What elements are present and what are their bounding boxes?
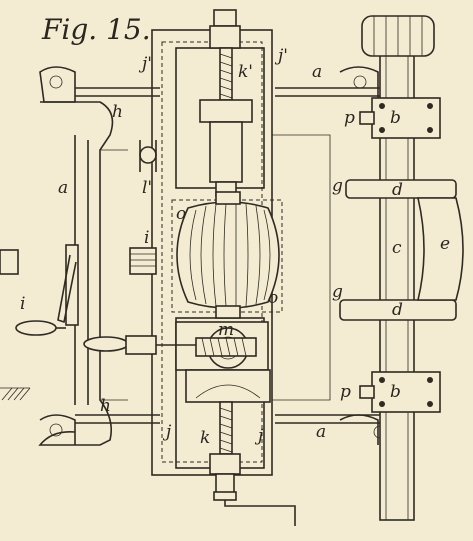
side-lever: [139, 140, 157, 172]
label-h-top: h: [112, 102, 123, 122]
label-g-bottom: g: [332, 282, 343, 302]
label-o-right: o: [268, 288, 279, 308]
label-p-bottom: p: [340, 382, 351, 402]
label-e: e: [440, 234, 451, 254]
label-p-top: p: [344, 108, 355, 128]
label-j-bottom-right: j: [258, 426, 264, 446]
figure-title: Fig. 15.: [42, 13, 151, 46]
label-i-left: i: [20, 294, 26, 314]
worm-gear: [175, 321, 271, 403]
central-barrel: [171, 191, 283, 319]
label-b-top: b: [390, 108, 401, 128]
left-crank-handle: [0, 244, 79, 336]
label-a-bottom: a: [316, 422, 327, 442]
label-g-top: g: [332, 176, 343, 196]
label-d-top: d: [392, 180, 403, 200]
small-gear: [129, 247, 157, 275]
right-shaft: [339, 15, 464, 521]
label-o-left: o: [176, 204, 187, 224]
ground-hatching: [0, 387, 31, 401]
bottom-crank-handle: [83, 335, 196, 355]
label-l: l': [142, 178, 153, 198]
label-j-top-right: j': [278, 46, 288, 66]
bottom-screw: [209, 401, 296, 526]
label-h-bottom: h: [100, 396, 111, 416]
label-i-middle: i: [144, 228, 150, 248]
label-c: c: [392, 238, 402, 258]
left-frame: [38, 66, 128, 446]
label-k-top: k': [238, 62, 253, 82]
label-k-bottom: k: [200, 428, 211, 448]
label-a-left: a: [58, 178, 69, 198]
label-m: m: [218, 320, 235, 340]
label-j-bottom-left: j: [166, 422, 172, 442]
label-d-bottom: d: [392, 300, 403, 320]
label-a-top-right: a: [312, 62, 323, 82]
top-screw: [199, 9, 253, 197]
label-b-bottom: b: [390, 382, 401, 402]
label-j-top-left: j': [142, 54, 152, 74]
